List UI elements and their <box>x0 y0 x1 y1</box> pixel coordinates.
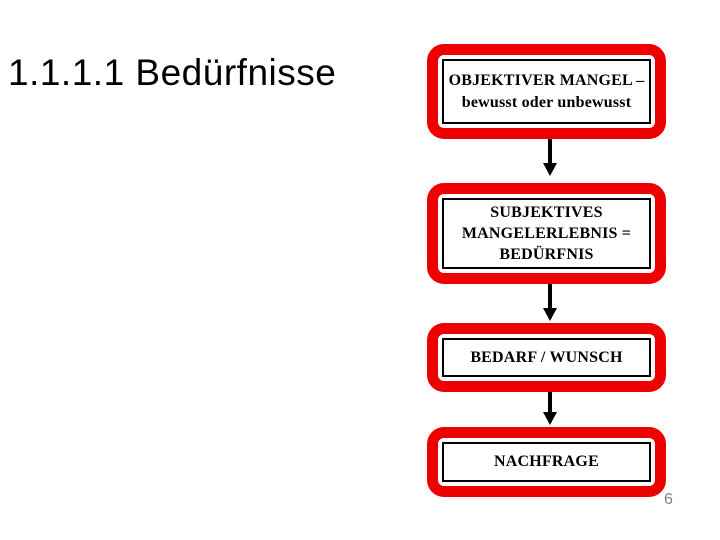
flow-box-subjektives-mangelerlebnis: SUBJEKTIVES MANGELERLEBNIS = BEDÜRFNIS <box>427 183 666 284</box>
flow-box-nachfrage: NACHFRAGE <box>427 427 666 497</box>
flow-box-bedarf-wunsch: BEDARF / WUNSCH <box>427 323 666 392</box>
arrow-shaft <box>547 392 552 412</box>
flow-box-text-line: BEDÜRFNIS <box>499 246 594 264</box>
flow-box-text-line: MANGELERLEBNIS = <box>461 224 632 242</box>
flow-box-text-line: OBJEKTIVER MANGEL – <box>448 72 645 90</box>
down-arrow-connector <box>542 139 557 176</box>
flow-box-text-line: SUBJEKTIVES <box>490 203 603 221</box>
flow-box-inner-panel: NACHFRAGE <box>442 442 651 482</box>
down-arrow-connector <box>542 284 557 321</box>
flow-box-objektiver-mangel: OBJEKTIVER MANGEL – bewusst oder unbewus… <box>427 44 666 139</box>
down-arrow-connector <box>542 392 557 425</box>
arrow-shaft <box>547 284 552 308</box>
slide-title: 1.1.1.1 Bedürfnisse <box>8 52 337 93</box>
flow-box-text-line: bewusst oder unbewusst <box>461 93 632 111</box>
arrow-head-icon <box>542 308 557 321</box>
flow-box-inner-panel: OBJEKTIVER MANGEL – bewusst oder unbewus… <box>442 59 651 124</box>
arrow-shaft <box>547 139 552 163</box>
flow-box-inner-panel: BEDARF / WUNSCH <box>442 338 651 377</box>
arrow-head-icon <box>542 412 557 425</box>
flow-box-inner-panel: SUBJEKTIVES MANGELERLEBNIS = BEDÜRFNIS <box>442 198 651 269</box>
flow-box-text-line: BEDARF / WUNSCH <box>470 348 623 366</box>
page-number: 6 <box>664 491 673 508</box>
arrow-head-icon <box>542 163 557 176</box>
flow-box-text-line: NACHFRAGE <box>494 453 599 471</box>
